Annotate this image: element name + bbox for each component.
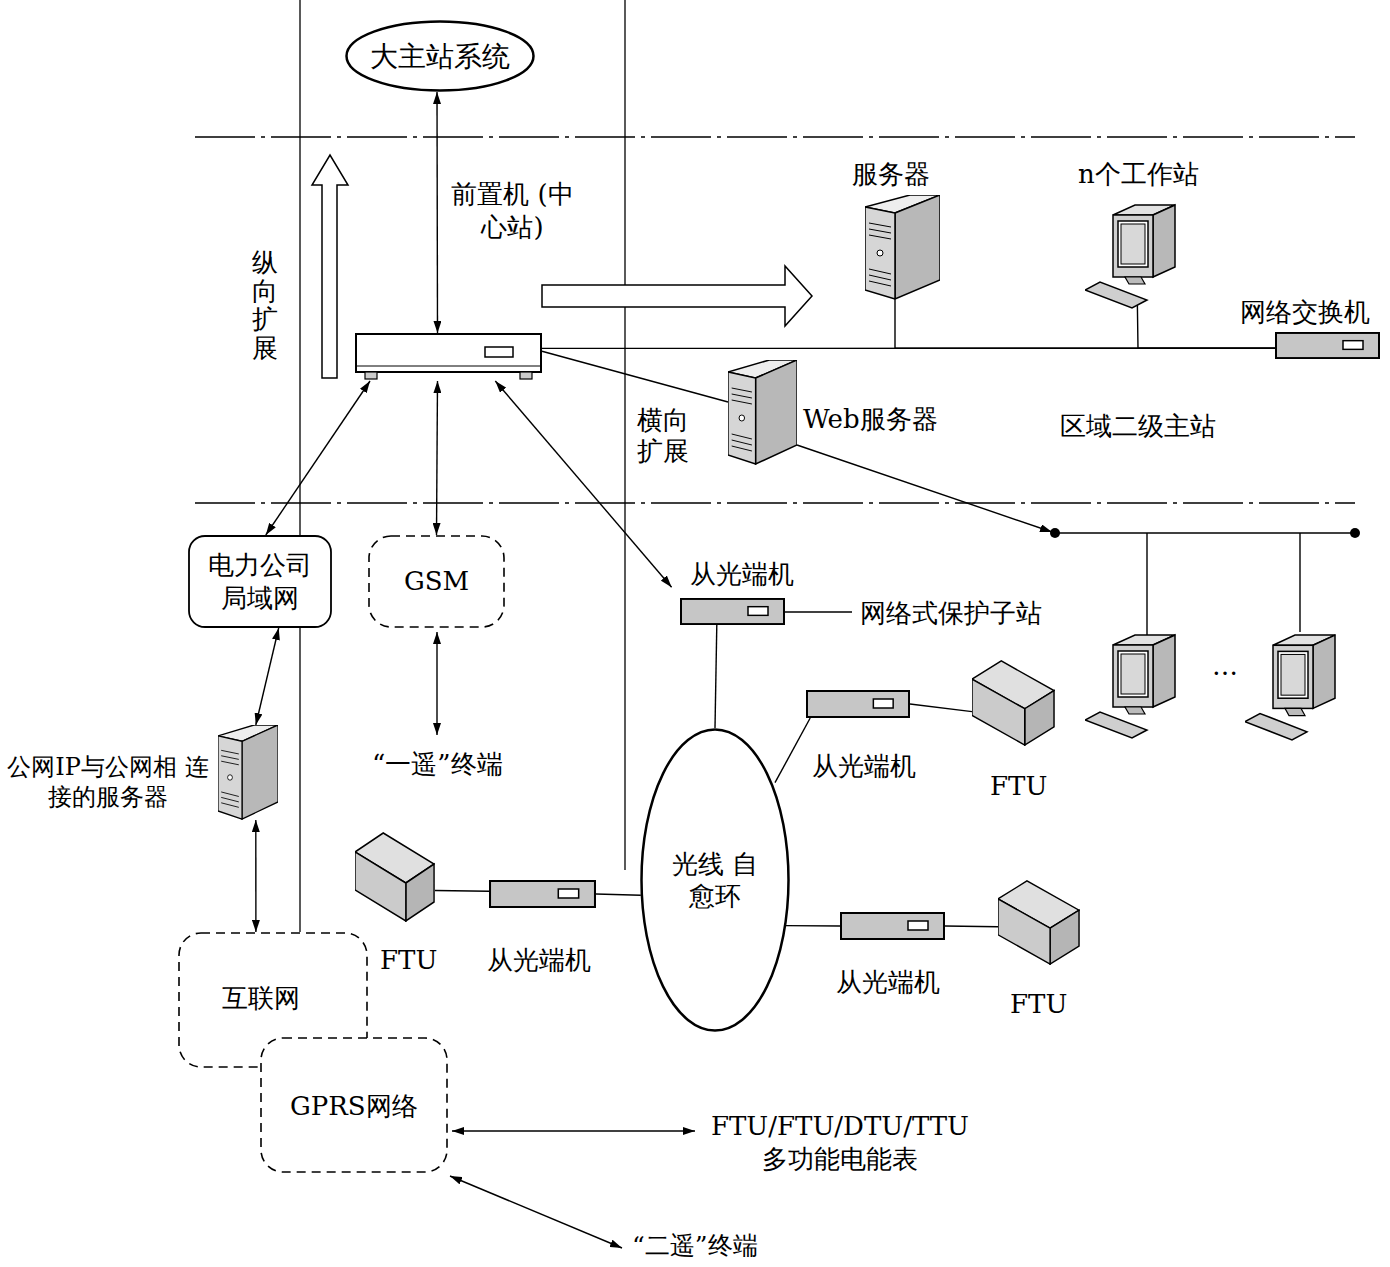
node-text: FTU [990, 770, 1047, 803]
gprs-box: GPRS网络 [260, 1037, 448, 1173]
annotation-label: … [1212, 650, 1238, 683]
connector [435, 890, 489, 892]
node-outline [355, 832, 435, 922]
master-station-ellipse: 大主站系统 [345, 20, 535, 92]
optical-terminal: 从光端机 [840, 912, 945, 940]
node-text: 网络交换机 [1240, 296, 1370, 329]
web-server-icon: Web服务器 [728, 360, 797, 465]
connector [436, 92, 438, 333]
node-text: 大主站系统 [370, 39, 510, 74]
node-outline [840, 912, 945, 940]
node-outline [972, 660, 1055, 746]
node-text: GSM [404, 565, 469, 598]
node-outline [188, 535, 332, 628]
optical-ring: 光线 自愈环 [640, 728, 790, 1032]
node-text: 从光端机 [487, 944, 591, 977]
connector [437, 381, 438, 535]
network-switch: 网络交换机 [1275, 332, 1380, 359]
server-icon: 服务器 [865, 195, 940, 300]
node-text: 从光端机 [836, 966, 940, 999]
node-outline [1275, 332, 1380, 359]
node-outline [489, 880, 596, 908]
connector [945, 925, 998, 927]
node-text: 从光端机 [690, 558, 794, 591]
optical-terminal: 从光端机 [489, 880, 596, 908]
node-text: 前置机 (中心站) [450, 178, 575, 243]
connector [715, 625, 717, 728]
node-text: FTU [380, 944, 437, 977]
node-outline [1085, 200, 1180, 310]
node-text: 服务器 [852, 158, 930, 191]
node-text: FTU [1010, 988, 1067, 1021]
node-outline [728, 360, 797, 465]
annotation-label: FTU/FTU/DTU/TTU 多功能电能表 [695, 1110, 985, 1175]
gsm-box: GSM [368, 535, 505, 628]
ftu-icon: FTU [355, 832, 435, 922]
connector [596, 894, 641, 895]
connector [256, 628, 279, 725]
node-outline [640, 728, 790, 1032]
connector [910, 704, 972, 712]
front-end-processor: 前置机 (中心站) [355, 333, 542, 381]
node-outline [218, 725, 278, 820]
connector [786, 925, 841, 927]
node-text: 公网IP与公网相 连接的服务器 [0, 752, 216, 812]
node-text: Web服务器 [803, 403, 938, 436]
connector [266, 381, 370, 535]
workstation-icon: n个工作站 [1085, 200, 1180, 310]
node-outline [680, 598, 785, 625]
node-text: n个工作站 [1078, 158, 1199, 191]
connector [775, 718, 810, 783]
annotation-label: 区域二级主站 [1060, 410, 1216, 443]
node-outline [806, 690, 910, 718]
node-outline [865, 195, 940, 300]
connector [255, 820, 256, 932]
annotation-label: 纵向扩展 [252, 248, 278, 362]
annotation-label: “一遥”终端 [372, 748, 503, 781]
node-text: 电力公司 局域网 [200, 549, 320, 614]
node-text: 从光端机 [812, 750, 916, 783]
optical-terminal: 从光端机 [806, 690, 910, 718]
annotation-label: 横向扩展 [635, 405, 691, 467]
optical-terminal: 从光端机 [680, 598, 785, 625]
node-text: 光线 自愈环 [670, 848, 760, 913]
public-server-icon: 公网IP与公网相 连接的服务器 [218, 725, 278, 820]
lan-box: 电力公司 局域网 [188, 535, 332, 628]
annotation-label: 网络式保护子站 [860, 597, 1042, 630]
node-text: 互联网 [222, 982, 300, 1015]
ftu-icon: FTU [972, 660, 1055, 746]
node-outline [998, 880, 1080, 965]
annotation-label: “二遥”终端 [632, 1230, 758, 1261]
node-text: GPRS网络 [290, 1090, 418, 1123]
connector [542, 351, 728, 402]
connector [895, 300, 1275, 348]
node-outline [355, 333, 542, 381]
ftu-icon: FTU [998, 880, 1080, 965]
